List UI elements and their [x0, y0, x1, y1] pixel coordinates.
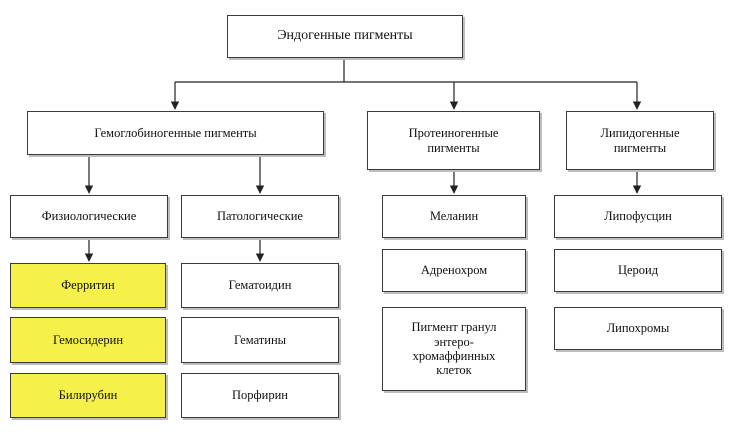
item-bilirubin: Билирубин [10, 373, 166, 418]
item-porphyrin: Порфирин [181, 373, 339, 418]
root-label: Эндогенные пигменты [277, 28, 413, 44]
item-lipofuscin-label: Липофусцин [604, 209, 672, 224]
subgroup-pathological-label: Патологические [217, 209, 303, 224]
item-adrenochrome-label: Адренохром [420, 263, 488, 278]
subgroup-physiological-label: Физиологические [41, 209, 137, 224]
subgroup-pathological: Патологические [181, 195, 339, 238]
item-hematoidin-label: Гематоидин [228, 278, 292, 293]
root-node: Эндогенные пигменты [227, 15, 463, 58]
group-hemoglobinogenic: Гемоглобиногенные пигменты [27, 111, 324, 155]
item-hematins-label: Гематины [233, 332, 287, 347]
item-hemosiderin-label: Гемосидерин [52, 332, 124, 347]
item-ferritin: Ферритин [10, 263, 166, 308]
item-ceroid-label: Цероид [617, 263, 659, 278]
group-lipidogenic: Липидогенные пигменты [566, 111, 714, 170]
group-proteinogenic-label: Протеиногенные пигменты [408, 126, 499, 155]
item-ferritin-label: Ферритин [61, 278, 115, 293]
item-hematoidin: Гематоидин [181, 263, 339, 308]
item-enterochromaffin-granules: Пигмент гранул энтеро-хромаффинных клето… [382, 307, 526, 391]
item-melanin-label: Меланин [429, 209, 479, 224]
item-adrenochrome: Адренохром [382, 249, 526, 292]
item-lipofuscin: Липофусцин [554, 195, 722, 238]
item-melanin: Меланин [382, 195, 526, 238]
group-lipidogenic-label: Липидогенные пигменты [600, 126, 680, 155]
group-proteinogenic: Протеиногенные пигменты [367, 111, 540, 170]
item-porphyrin-label: Порфирин [232, 388, 288, 403]
item-lipochromes-label: Липохромы [606, 321, 670, 336]
group-hemoglobinogenic-label: Гемоглобиногенные пигменты [94, 125, 257, 140]
item-hemosiderin: Гемосидерин [10, 317, 166, 363]
item-lipochromes: Липохромы [554, 307, 722, 350]
item-enterochromaffin-granules-label: Пигмент гранул энтеро-хромаффинных клето… [411, 320, 497, 378]
item-ceroid: Цероид [554, 249, 722, 292]
item-hematins: Гематины [181, 317, 339, 363]
subgroup-physiological: Физиологические [10, 195, 168, 238]
item-bilirubin-label: Билирубин [58, 388, 118, 403]
